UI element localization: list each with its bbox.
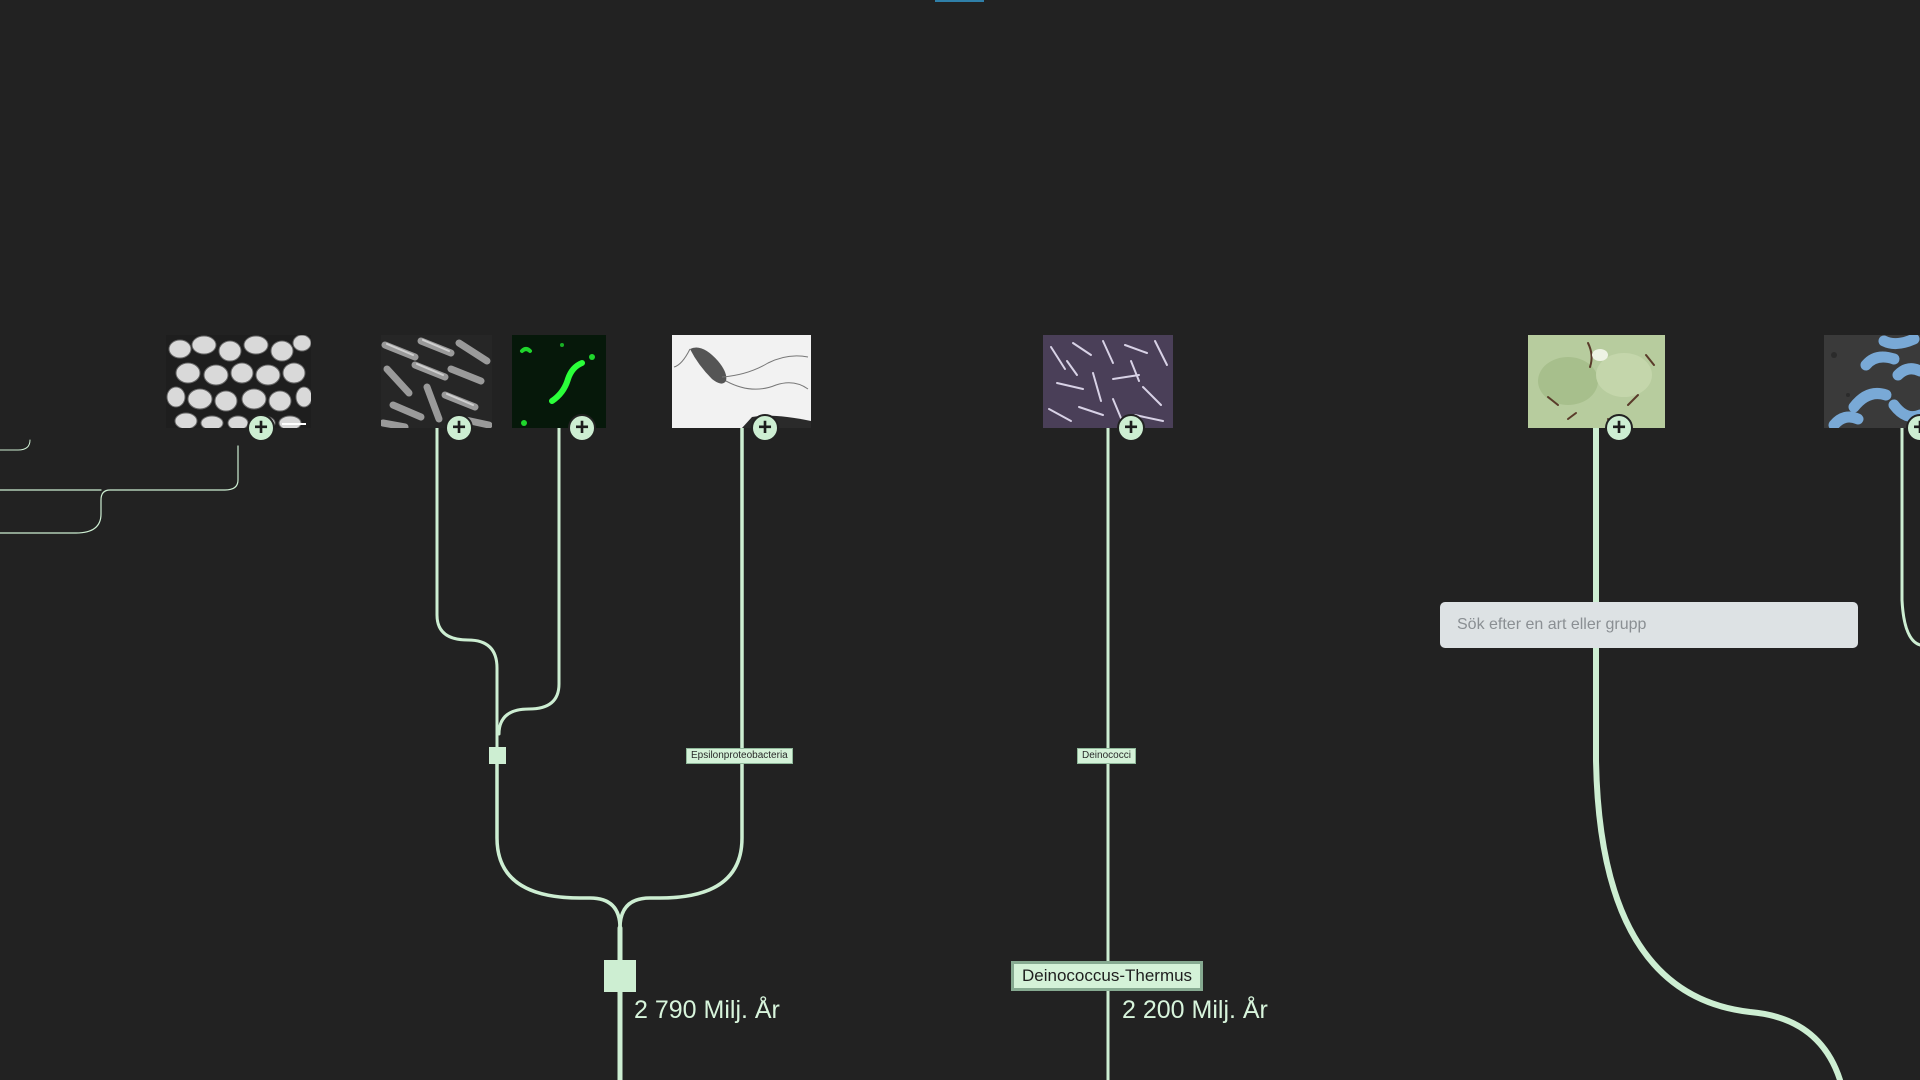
top-scroll-indicator xyxy=(935,0,984,2)
round-cells-image-icon xyxy=(166,335,311,428)
expand-plus-icon[interactable]: + xyxy=(568,414,596,442)
tree-branch xyxy=(497,426,561,736)
faint-branch xyxy=(0,445,239,534)
species-thumbnail[interactable] xyxy=(1043,335,1173,428)
species-thumbnail[interactable] xyxy=(1528,335,1665,428)
node-age-label: 2 790 Milj. År xyxy=(634,996,780,1024)
clade-label-deinococci[interactable]: Deinococci xyxy=(1077,748,1136,764)
species-thumbnail[interactable] xyxy=(672,335,811,428)
tree-branch xyxy=(618,426,744,930)
fluorescent-cell-image-icon xyxy=(512,335,606,428)
rod-cells-image-icon xyxy=(381,335,492,428)
tree-branch xyxy=(435,426,499,757)
expand-plus-icon[interactable]: + xyxy=(445,414,473,442)
filament-cells-image-icon xyxy=(1043,335,1173,428)
blue-rods-image-icon xyxy=(1824,335,1920,428)
expand-plus-icon[interactable]: + xyxy=(1605,414,1633,442)
expand-plus-icon[interactable]: + xyxy=(247,414,275,442)
expand-plus-icon[interactable]: + xyxy=(1117,414,1145,442)
clade-label-epsilonproteobacteria[interactable]: Epsilonproteobacteria xyxy=(686,748,793,764)
expand-plus-icon[interactable]: + xyxy=(751,414,779,442)
species-thumbnail[interactable] xyxy=(512,335,606,428)
flagellated-cell-image-icon xyxy=(672,335,811,428)
species-thumbnail[interactable] xyxy=(1824,335,1920,428)
node-marker xyxy=(604,960,636,992)
culture-colony-image-icon xyxy=(1528,335,1665,428)
species-thumbnail[interactable] xyxy=(166,335,311,428)
group-label-deinococcus-thermus[interactable]: Deinococcus-Thermus xyxy=(1011,961,1204,991)
species-thumbnail[interactable] xyxy=(381,335,492,428)
species-search-input[interactable] xyxy=(1440,602,1858,648)
node-age-label: 2 200 Milj. År xyxy=(1122,996,1268,1024)
tree-branch xyxy=(495,753,622,930)
tree-branch xyxy=(1593,425,1843,1080)
node-marker xyxy=(489,747,506,764)
tree-branch xyxy=(1900,426,1920,647)
faint-branch xyxy=(0,439,31,451)
